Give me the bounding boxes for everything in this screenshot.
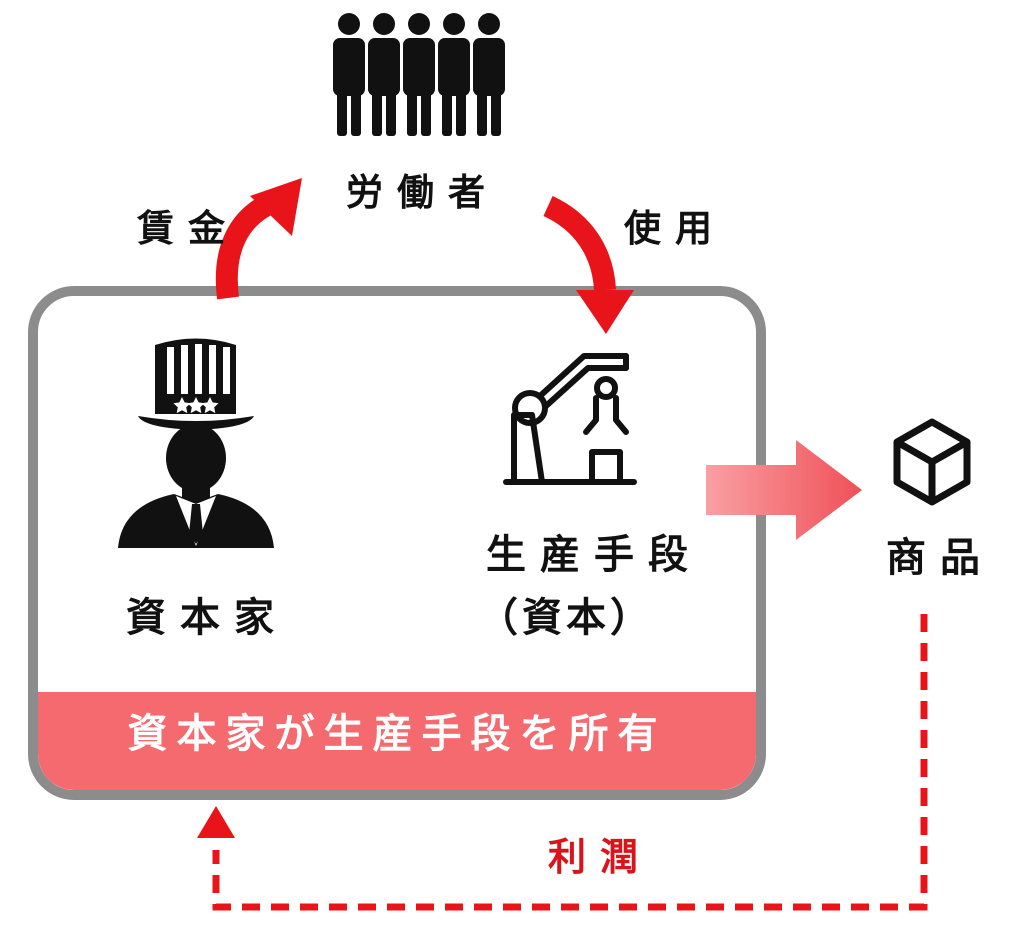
use-label: 使用 xyxy=(624,207,726,250)
wage-label: 賃金 xyxy=(137,207,239,250)
production-arrow xyxy=(706,440,862,540)
workers-label: 労働者 xyxy=(346,171,499,214)
capital-note-label: （資本） xyxy=(478,595,654,641)
cube-box-icon xyxy=(893,418,971,506)
capitalist-top-hat-icon xyxy=(118,338,274,548)
workers-group-icon xyxy=(333,13,505,136)
robot-arm-icon xyxy=(503,353,637,485)
ownership-banner-text: 資本家が生産手段を所有 xyxy=(127,711,667,757)
capitalist-label: 資本家 xyxy=(126,595,288,641)
use-arrow xyxy=(543,195,634,334)
commodity-label: 商品 xyxy=(886,535,994,581)
ownership-banner: 資本家が生産手段を所有 xyxy=(38,692,756,790)
wage-arrow xyxy=(215,178,302,300)
profit-label: 利潤 xyxy=(548,835,653,879)
means-of-production-label: 生産手段 xyxy=(486,532,702,578)
profit-arrow xyxy=(197,614,928,911)
